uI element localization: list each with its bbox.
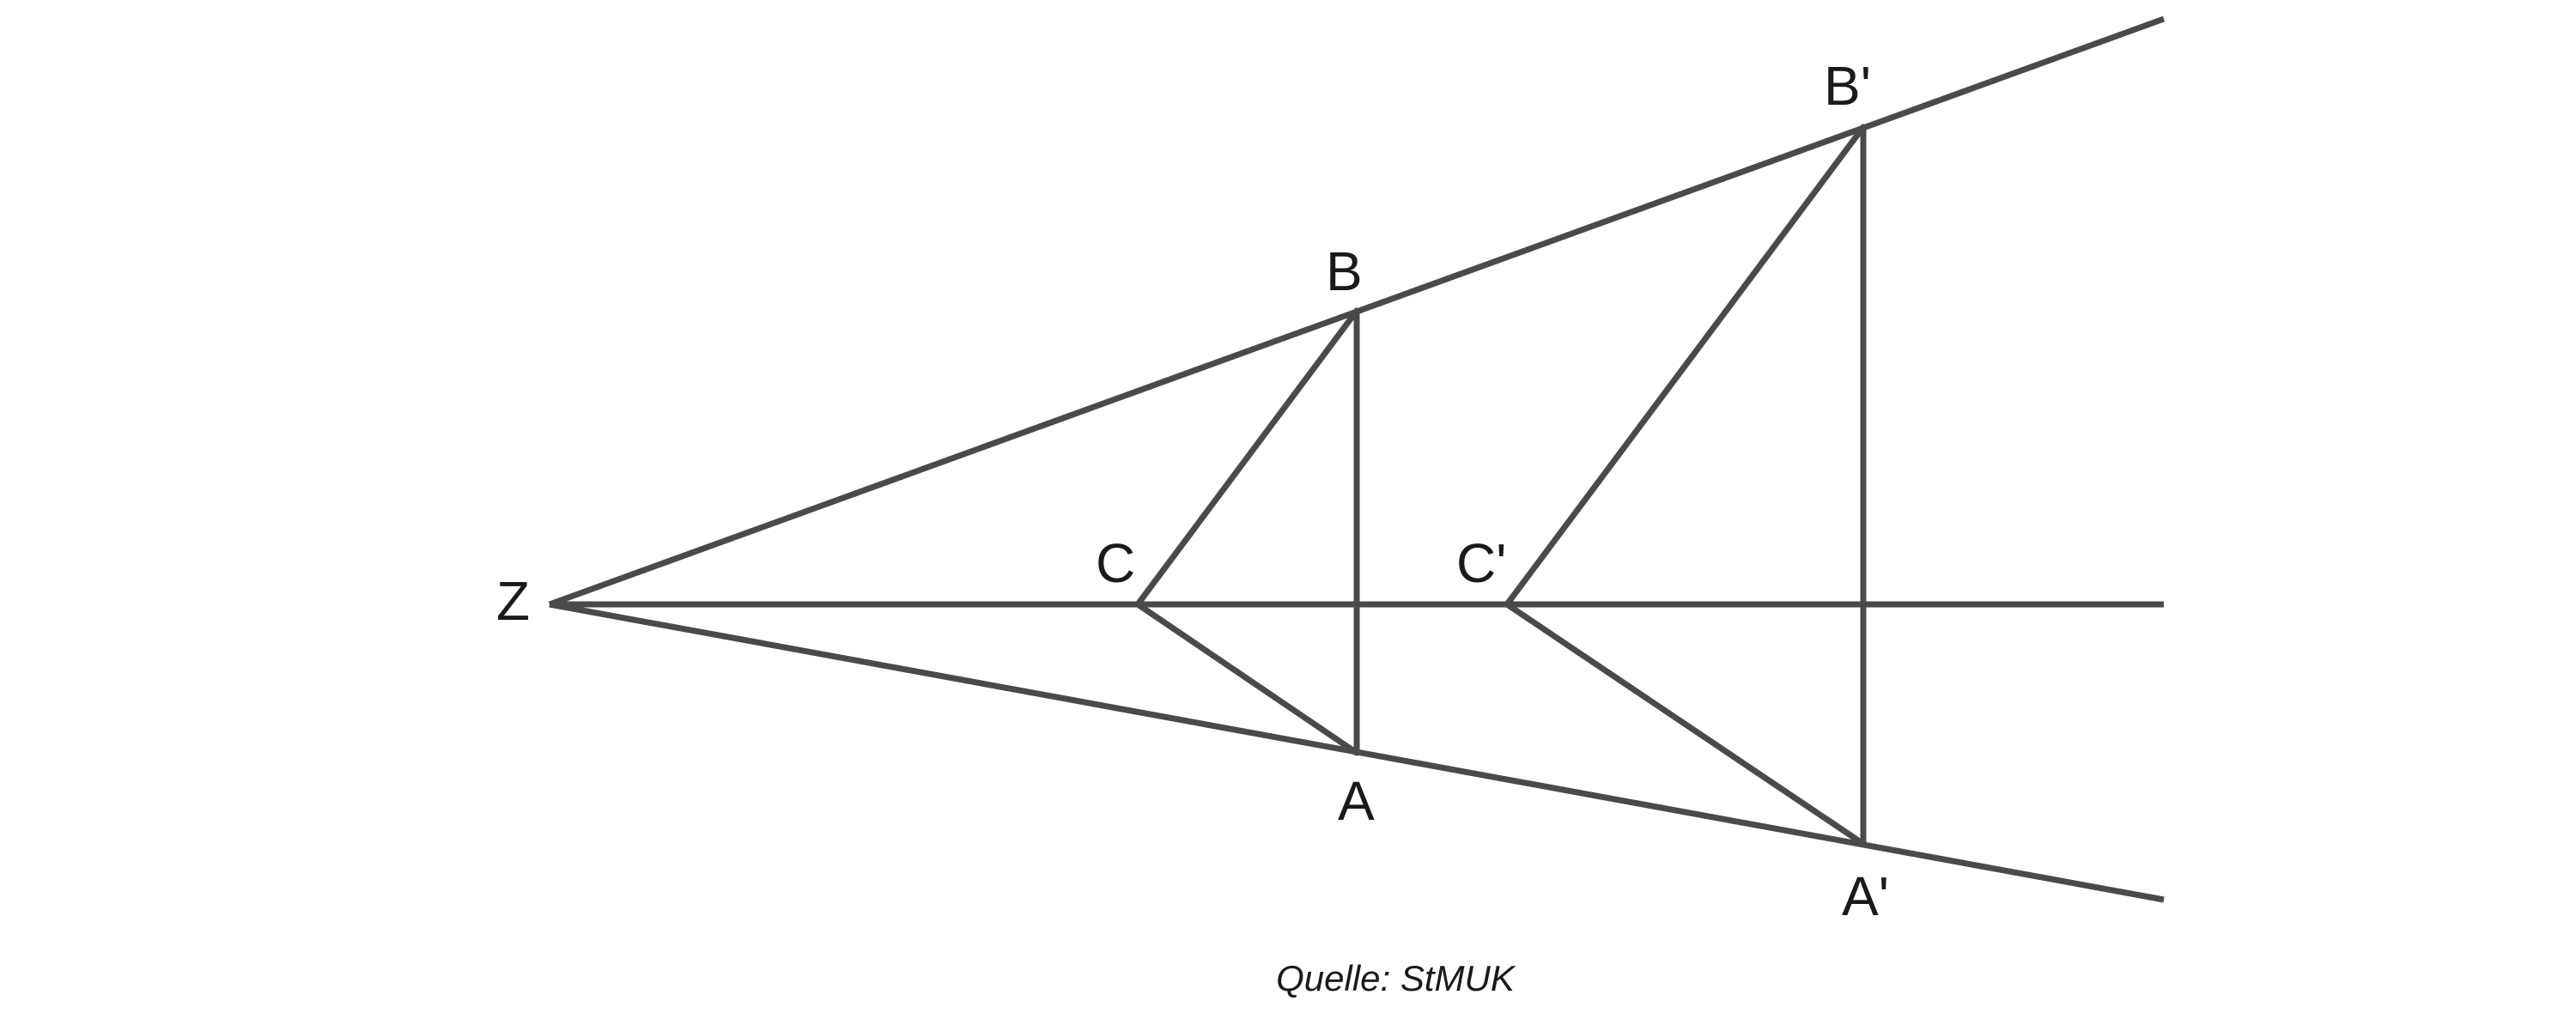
segment-c-prime-b-prime [1504, 124, 1867, 608]
label-point-b-prime: B' [1824, 55, 1871, 117]
label-point-a-prime: A' [1842, 865, 1889, 927]
label-point-z: Z [496, 570, 530, 632]
label-point-c: C [1096, 532, 1135, 594]
label-point-c-prime: C' [1456, 532, 1506, 594]
segment-c-b [1134, 307, 1360, 608]
label-point-b: B [1326, 240, 1363, 302]
source-caption: Quelle: StMUK [1276, 958, 1516, 998]
segment-c-prime-a-prime [1504, 601, 1867, 847]
label-point-a: A [1338, 770, 1375, 832]
segment-c-a [1134, 601, 1360, 756]
